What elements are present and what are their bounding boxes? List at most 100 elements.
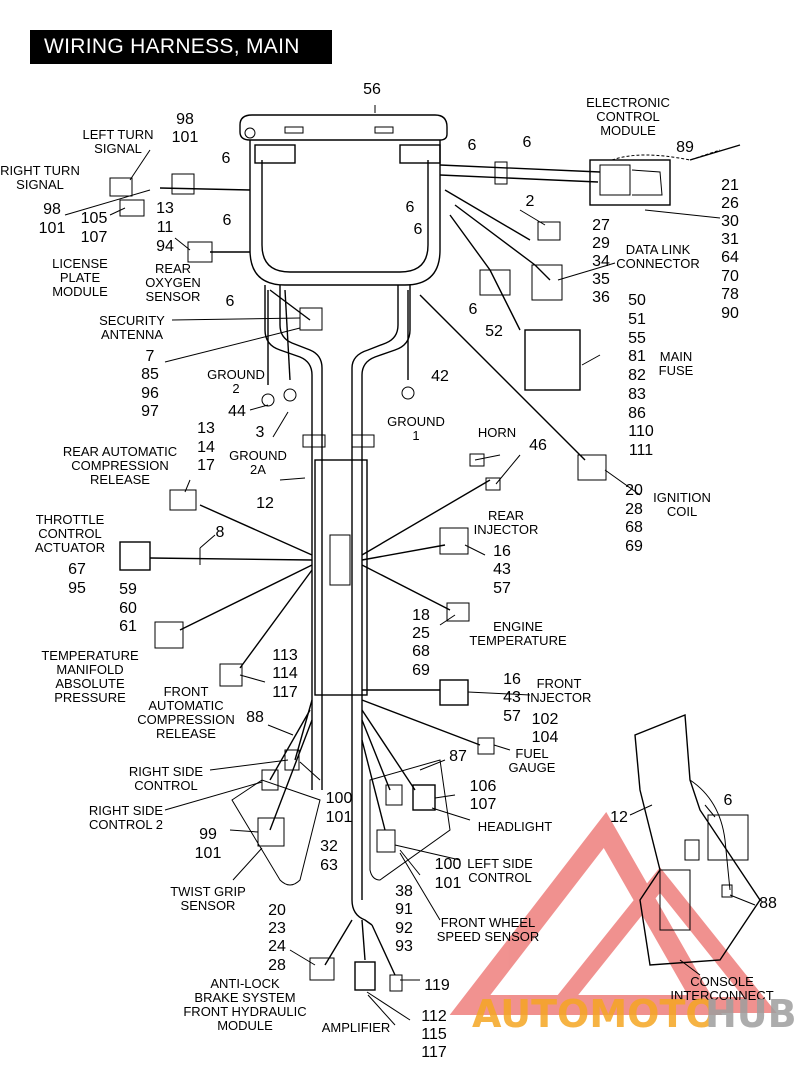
mid-branches [119, 453, 501, 687]
svg-text:100: 100 [326, 790, 353, 807]
rear-injector-label-1: REAR [488, 508, 524, 523]
svg-text:101: 101 [172, 129, 199, 146]
ecm-label-2: CONTROL [596, 109, 660, 124]
front-acr-label-4: RELEASE [156, 726, 216, 741]
right-turn-label-2: SIGNAL [16, 177, 64, 192]
svg-text:67: 67 [68, 561, 86, 578]
callout-six-5: 6 [222, 150, 231, 167]
ecm-numbers: 21 26 30 31 64 70 78 90 [721, 177, 739, 322]
watermark-text: AUTOMOTO HUB [472, 992, 797, 1036]
svg-text:90: 90 [721, 305, 739, 322]
svg-text:101: 101 [435, 875, 462, 892]
fuel-label-2: GAUGE [509, 760, 556, 775]
headlight-label: HEADLIGHT [478, 819, 552, 834]
svg-text:93: 93 [395, 938, 413, 955]
svg-text:69: 69 [625, 538, 643, 555]
twist-grip-label-2: SENSOR [181, 898, 236, 913]
data-link-label-2: CONNECTOR [616, 256, 700, 271]
abs-label-1: ANTI-LOCK [210, 976, 280, 991]
svg-text:101: 101 [326, 809, 353, 826]
callout-six-6: 6 [223, 212, 232, 229]
license-label-1: LICENSE [52, 256, 108, 271]
main-fuse-numbers: 50 51 55 81 82 83 86 110 111 [628, 292, 654, 459]
svg-text:101: 101 [39, 220, 66, 237]
svg-text:17: 17 [197, 457, 215, 474]
svg-text:50: 50 [628, 292, 646, 309]
svg-text:110: 110 [628, 423, 654, 440]
svg-text:102: 102 [532, 711, 559, 728]
leader-lines [64, 149, 756, 1026]
inset-callout-12: 12 [610, 809, 628, 826]
right-side-control-label-1: RIGHT SIDE [129, 764, 203, 779]
data-link-label-1: DATA LINK [626, 242, 691, 257]
throttle-label-2: CONTROL [38, 526, 102, 541]
svg-text:63: 63 [320, 857, 338, 874]
fuel-label-1: FUEL [515, 746, 548, 761]
svg-text:82: 82 [628, 367, 646, 384]
license-label-2: PLATE [60, 270, 101, 285]
svg-text:31: 31 [721, 231, 739, 248]
svg-text:57: 57 [493, 580, 511, 597]
svg-text:35: 35 [592, 271, 610, 288]
svg-text:29: 29 [592, 235, 610, 252]
callout-six-2: 6 [406, 199, 415, 216]
svg-text:112: 112 [421, 1008, 447, 1025]
svg-text:16: 16 [503, 671, 521, 688]
ignition-label-1: IGNITION [653, 490, 711, 505]
svg-text:23: 23 [268, 920, 286, 937]
callout-87: 87 [449, 748, 467, 765]
security-label-2: ANTENNA [101, 327, 163, 342]
rear-acr-label-1: REAR AUTOMATIC [63, 444, 177, 459]
front-injector-label-2: INJECTOR [527, 690, 592, 705]
console-inset [634, 713, 761, 966]
svg-text:100: 100 [435, 856, 462, 873]
callout-89: 89 [676, 139, 694, 156]
callout-44: 44 [228, 403, 246, 420]
svg-text:68: 68 [412, 643, 430, 660]
callout-six-1: 6 [468, 137, 477, 154]
callout-46: 46 [529, 437, 547, 454]
rear-harness-loop [239, 105, 448, 286]
ground1-label-1: GROUND [387, 414, 445, 429]
svg-text:14: 14 [197, 439, 215, 456]
rear-acr-label-3: RELEASE [90, 472, 150, 487]
callout-119: 119 [424, 977, 450, 994]
tmap-label-2: MANIFOLD [56, 662, 123, 677]
abs-label-4: MODULE [217, 1018, 273, 1033]
svg-text:18: 18 [412, 607, 430, 624]
callout-six-3: 6 [414, 221, 423, 238]
inset-callout-6: 6 [724, 792, 733, 809]
ground2-label-2: 2 [232, 381, 239, 396]
svg-text:24: 24 [268, 938, 286, 955]
right-turn-label-1: RIGHT TURN [0, 163, 80, 178]
front-acr-label-2: AUTOMATIC [148, 698, 223, 713]
svg-text:32: 32 [320, 838, 338, 855]
svg-text:25: 25 [412, 625, 430, 642]
svg-text:38: 38 [395, 883, 413, 900]
svg-text:85: 85 [141, 366, 159, 383]
callout-six-7: 6 [226, 293, 235, 310]
callout-52: 52 [485, 323, 503, 340]
twist-grip-label-1: TWIST GRIP [170, 884, 246, 899]
svg-text:95: 95 [68, 580, 86, 597]
right-side-control2-label-2: CONTROL 2 [89, 817, 163, 832]
security-label-1: SECURITY [99, 313, 165, 328]
rear-o2-label-1: REAR [155, 261, 191, 276]
left-turn-label-2: SIGNAL [94, 141, 142, 156]
tmap-label-1: TEMPERATURE [41, 648, 139, 663]
svg-text:105: 105 [81, 210, 108, 227]
svg-text:115: 115 [421, 1026, 447, 1043]
engine-temp-label-2: TEMPERATURE [469, 633, 567, 648]
svg-text:16: 16 [493, 543, 511, 560]
svg-text:92: 92 [395, 920, 413, 937]
inset-callout-88: 88 [759, 895, 777, 912]
console-label-1: CONSOLE [690, 974, 754, 989]
svg-text:21: 21 [721, 177, 739, 194]
svg-text:70: 70 [721, 268, 739, 285]
svg-text:114: 114 [272, 665, 298, 682]
ground2a-label-1: GROUND [229, 448, 287, 463]
callout-88: 88 [246, 709, 264, 726]
rear-o2-label-2: OXYGEN [145, 275, 201, 290]
svg-text:117: 117 [272, 684, 298, 701]
